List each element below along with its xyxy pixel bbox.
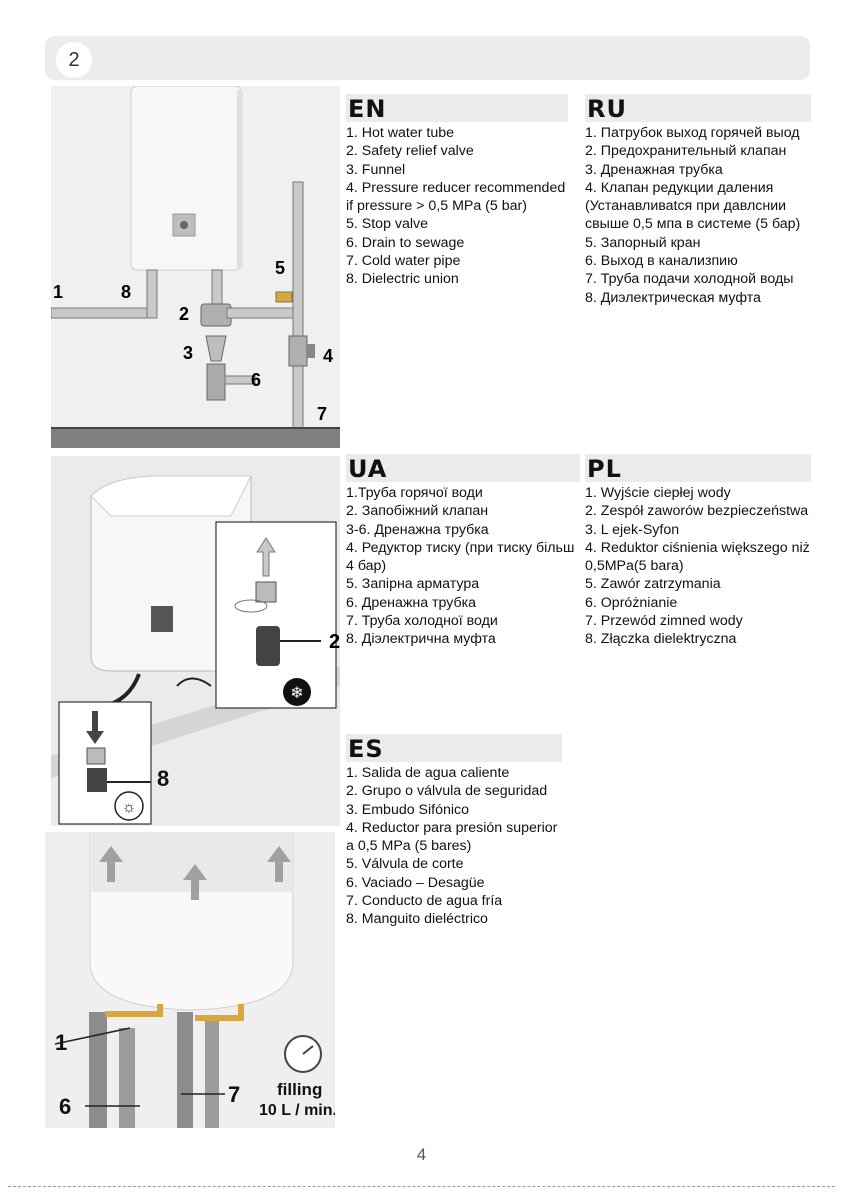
list-item: 1. Патрубок выход горячей выод [585, 125, 800, 141]
list-item: 3. Embudo Sifónico [346, 801, 470, 818]
section-ua: UA 1.Труба горячої води 2. Запобіжний кл… [346, 454, 580, 649]
list-item: 1. Wyjście ciepłej wody [585, 485, 731, 501]
svg-text:❄: ❄ [290, 685, 303, 702]
label-bottom-6: 6 [59, 1094, 72, 1119]
list-item: 1. Salida de agua caliente [346, 765, 510, 781]
list-item: 1.Труба горячої води [346, 485, 483, 501]
installation-diagram-top: 1 8 5 2 3 4 6 7 [51, 86, 340, 448]
label-middle-8: 8 [157, 766, 170, 791]
list-item: 8. Manguito dieléctrico [346, 911, 488, 928]
installation-diagram-top-drawing: 1 8 5 2 3 4 6 7 [51, 86, 340, 448]
section-es-heading: ES [346, 734, 562, 763]
header-bar [45, 36, 810, 80]
list-item: 7. Труба подачи холодной воды [585, 271, 794, 288]
label-top-6: 6 [251, 370, 261, 390]
section-es: ES 1. Salida de agua caliente 2. Grupo o… [346, 734, 562, 929]
list-item: 4. Reductor para presión superior a 0,5 … [346, 819, 558, 855]
list-item: 3-6. Дренажна трубка [346, 521, 489, 538]
section-pl-list: 1. Wyjście ciepłej wody 2. Zespół zaworó… [585, 484, 811, 649]
installation-diagram-bottom-drawing [54, 832, 322, 1128]
label-top-4: 4 [323, 346, 333, 366]
list-item: 5. Válvula de corte [346, 856, 464, 873]
list-item: 7. Труба холодної води [346, 613, 498, 630]
list-item: 1. Hot water tube [346, 125, 455, 141]
list-item: 4. Reduktor ciśnienia większego niż 0,5M… [585, 539, 810, 575]
section-ru-list: 1. Патрубок выход горячей выод 2. Предох… [585, 124, 811, 307]
list-item: 3. L ejek-Syfon [585, 521, 680, 538]
list-item: 4. Редуктор тиску (при тиску більш 4 бар… [346, 539, 575, 575]
label-top-5: 5 [275, 258, 285, 278]
list-item: 4. Клапан редукции даления (Устанавливаt… [585, 179, 801, 233]
snowflake-icon [283, 678, 311, 706]
label-middle-2: 2 [329, 631, 340, 653]
arrow-up-icon [99, 846, 123, 882]
list-item: 7. Cold water pipe [346, 253, 461, 270]
list-item: 6. Выход в канализпию [585, 253, 738, 270]
label-top-8: 8 [121, 282, 131, 302]
installation-diagram-middle-drawing: ❄ 2 ☼ [51, 475, 340, 825]
list-item: 5. Запірна арматура [346, 576, 480, 593]
list-item: 6. Drain to sewage [346, 234, 465, 251]
section-pl-heading: PL [585, 454, 811, 483]
label-top-3: 3 [183, 343, 193, 363]
label-top-2: 2 [179, 304, 189, 324]
list-item: 3. Funnel [346, 161, 406, 178]
label-bottom-7: 7 [228, 1082, 241, 1107]
label-top-7: 7 [317, 404, 327, 424]
section-en-heading: EN [346, 94, 568, 123]
list-item: 6. Opróżnianie [585, 594, 678, 611]
list-item: 8. Dielectric union [346, 271, 459, 288]
list-item: 2. Запобіжний клапан [346, 503, 489, 520]
list-item: 4. Pressure reducer recommended if press… [346, 179, 566, 215]
list-item: 5. Stop valve [346, 216, 429, 233]
label-top-1: 1 [53, 282, 63, 302]
footer-divider [8, 1186, 835, 1187]
list-item: 5. Запорный кран [585, 234, 701, 251]
svg-text:☼: ☼ [122, 799, 137, 816]
installation-diagram-bottom: 1 6 7 filling 10 L / min. [45, 832, 335, 1128]
filling-rate: 10 L / min. [259, 1102, 335, 1119]
list-item: 7. Conducto de agua fría [346, 893, 503, 910]
list-item: 8. Диэлектрическая муфта [585, 289, 761, 306]
list-item: 6. Vaciado – Desagüe [346, 874, 485, 891]
list-item: 2. Grupo o válvula de seguridad [346, 783, 548, 800]
list-item: 2. Предохранительный клапан [585, 143, 787, 160]
section-pl: PL 1. Wyjście ciepłej wody 2. Zespół zaw… [585, 454, 811, 649]
installation-diagram-middle: ❄ 2 ☼ 8 [51, 456, 340, 826]
list-item: 2. Safety relief valve [346, 143, 474, 160]
page-number: 4 [416, 1145, 427, 1164]
label-bottom-1: 1 [55, 1030, 68, 1055]
section-ru: RU 1. Патрубок выход горячей выод 2. Пре… [585, 94, 811, 307]
list-item: 2. Zespół zaworów bezpieczeństwa [585, 503, 809, 520]
section-en: EN 1. Hot water tube 2. Safety relief va… [346, 94, 568, 289]
list-item: 8. Діэлектрична муфта [346, 631, 496, 648]
section-es-list: 1. Salida de agua caliente 2. Grupo o vá… [346, 764, 562, 929]
section-ua-heading: UA [346, 454, 580, 483]
section-ua-list: 1.Труба горячої води 2. Запобіжний клапа… [346, 484, 580, 649]
sun-icon [114, 791, 144, 821]
section-en-list: 1. Hot water tube 2. Safety relief valve… [346, 124, 568, 289]
list-item: 8. Złączka dielektryczna [585, 631, 737, 648]
list-item: 7. Przewód zimned wody [585, 613, 743, 630]
filling-label: filling [277, 1080, 323, 1099]
step-number-badge: 2 [56, 42, 92, 78]
section-ru-heading: RU [585, 94, 811, 123]
list-item: 6. Дренажна трубка [346, 594, 477, 611]
list-item: 5. Zawór zatrzymania [585, 576, 721, 593]
list-item: 3. Дренажная трубка [585, 161, 723, 178]
